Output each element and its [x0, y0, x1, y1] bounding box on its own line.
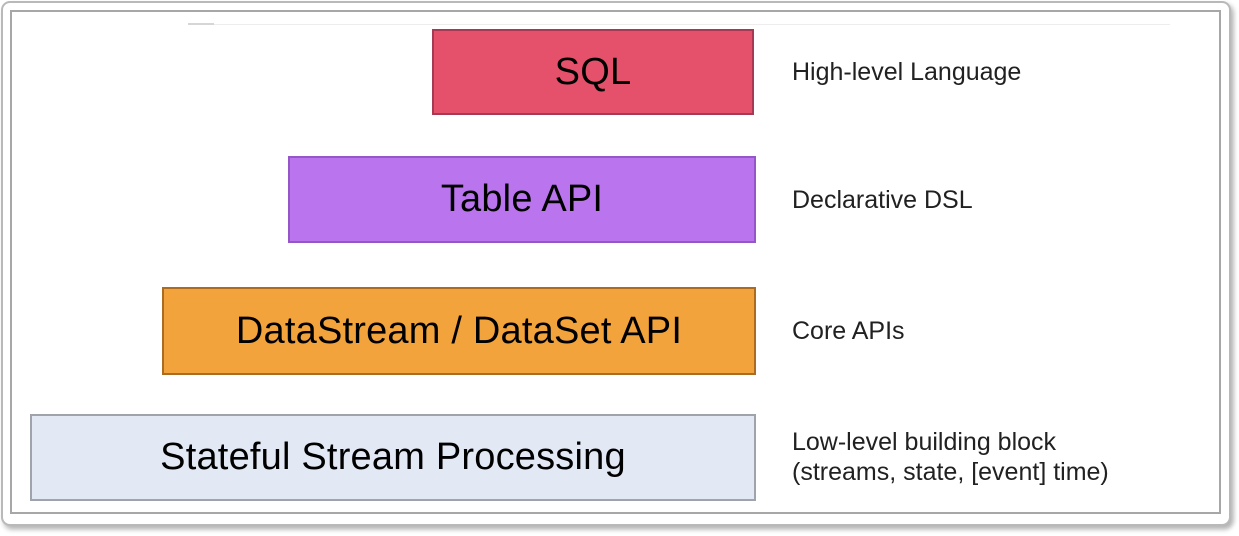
layer-block-table-api: Table API	[288, 156, 756, 243]
layer-description-stateful-stream-processing: Low-level building block (streams, state…	[792, 428, 1109, 486]
layer-block-datastream-dataset-api: DataStream / DataSet API	[162, 287, 756, 375]
layer-description-table-api: Declarative DSL	[792, 186, 973, 214]
layer-label-datastream-dataset-api: DataStream / DataSet API	[235, 309, 683, 352]
layer-description-datastream-dataset-api: Core APIs	[792, 317, 905, 345]
layer-description-sql: High-level Language	[792, 58, 1022, 86]
layer-block-sql: SQL	[432, 29, 754, 115]
slide-canvas: SQL High-level Language Table API Declar…	[10, 10, 1221, 514]
layer-label-sql: SQL	[554, 50, 632, 93]
layer-label-table-api: Table API	[440, 178, 604, 220]
top-artifact-line	[188, 24, 1170, 25]
layer-label-stateful-stream-processing: Stateful Stream Processing	[160, 436, 626, 478]
framed-card: SQL High-level Language Table API Declar…	[1, 1, 1231, 526]
layer-block-stateful-stream-processing: Stateful Stream Processing	[30, 414, 756, 501]
top-artifact-dash	[188, 23, 214, 25]
